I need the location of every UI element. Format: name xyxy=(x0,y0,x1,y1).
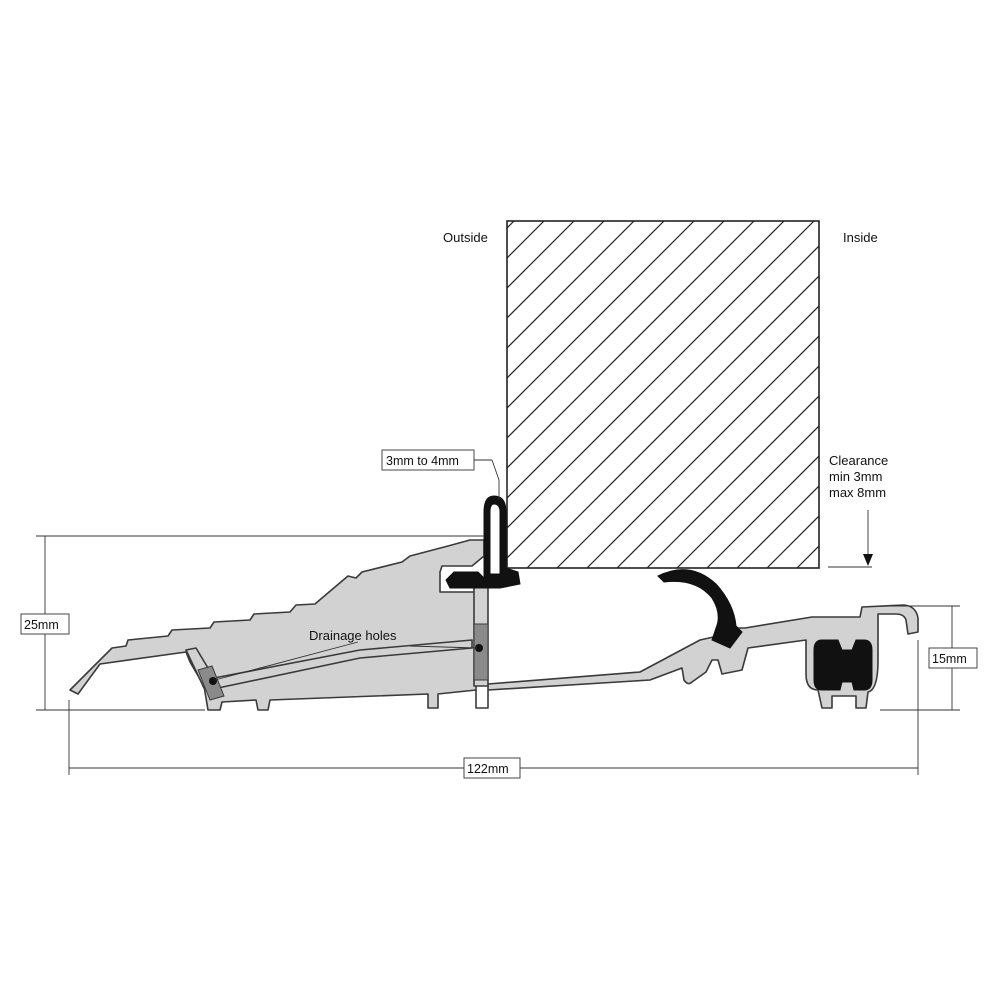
height-15mm-label: 15mm xyxy=(932,652,967,666)
width-122mm-callout: 122mm xyxy=(463,757,521,779)
hatch-line xyxy=(507,221,695,409)
hatch-line xyxy=(507,221,665,379)
dimension-lines xyxy=(36,459,960,775)
outside-label: Outside xyxy=(443,230,488,245)
inside-label: Inside xyxy=(843,230,878,245)
clearance-label-line2: min 3mm xyxy=(829,469,882,484)
hatch-line xyxy=(107,221,454,568)
hatch-line xyxy=(507,221,575,289)
clearance-arrow-icon xyxy=(863,554,873,566)
hatch-line xyxy=(736,485,819,568)
gap-label: 3mm to 4mm xyxy=(386,454,459,468)
clearance-label-line1: Clearance xyxy=(829,453,888,468)
hatch-line xyxy=(586,335,819,568)
hatch-line xyxy=(137,221,484,568)
drainage-hole-centre xyxy=(475,644,483,652)
hatch-line xyxy=(507,245,819,559)
height-15mm-callout: 15mm xyxy=(928,647,978,669)
width-122mm-label: 122mm xyxy=(467,762,509,776)
hatch-line xyxy=(526,275,819,568)
drainage-holes-label: Drainage holes xyxy=(309,628,397,643)
hatch-line xyxy=(616,365,819,568)
hatch-line xyxy=(857,221,1000,568)
hatch-line xyxy=(507,221,605,319)
hatch-line xyxy=(507,221,755,469)
clearance-label-line3: max 8mm xyxy=(829,485,886,500)
door-leaf-section xyxy=(107,220,1000,569)
drain-plug-centre xyxy=(473,623,489,681)
outside-bubble-seal xyxy=(445,495,521,589)
hatch-line xyxy=(507,221,725,439)
drainage-hole-left xyxy=(209,677,217,685)
height-25mm-callout: 25mm xyxy=(20,613,70,635)
threshold-rubber-insert xyxy=(813,639,873,691)
hatch-line xyxy=(706,455,819,568)
height-25mm-label: 25mm xyxy=(24,618,59,632)
hatch-line xyxy=(556,305,819,568)
hatch-line xyxy=(507,221,815,529)
hatch-line xyxy=(646,395,819,568)
inside-hook-seal xyxy=(657,569,743,649)
hatch-line xyxy=(507,221,785,499)
hatch-line xyxy=(507,221,515,229)
hatch-line xyxy=(507,221,545,259)
hatch-line xyxy=(887,221,1000,568)
door-hatching xyxy=(107,221,1000,568)
hatch-line xyxy=(507,221,635,349)
hatch-line xyxy=(827,221,1000,568)
hatch-line xyxy=(796,545,819,568)
gap-callout: 3mm to 4mm xyxy=(381,449,475,471)
hatch-line xyxy=(676,425,819,568)
